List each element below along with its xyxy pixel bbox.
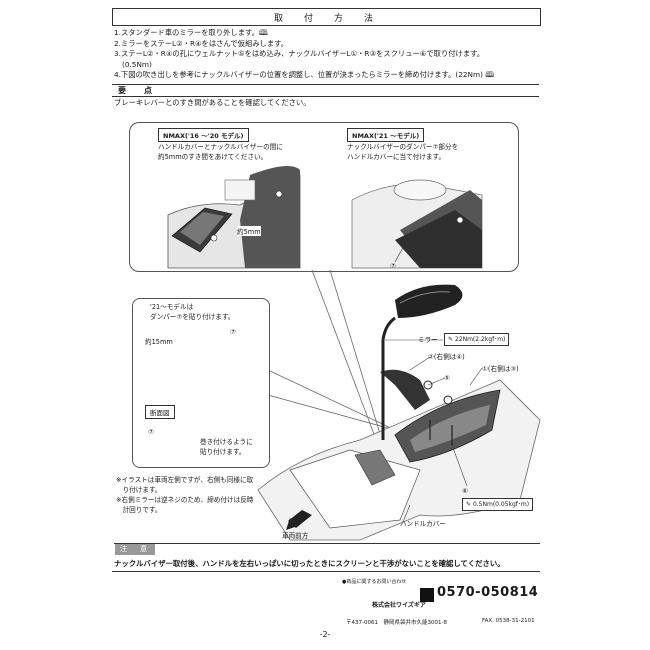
inset-box (132, 298, 270, 468)
step-4: 4.下図の吹き出しを参考にナックルバイザーの位置を調整し、位置が決まったらミラー… (114, 70, 494, 79)
note-line-1: ※イラストは車両左側ですが、右側も同様に取 (116, 476, 254, 484)
phone-icon (420, 588, 434, 602)
visor-label: ①(右側は③) (482, 365, 519, 373)
note-line-3: ※右側ミラーは逆ネジのため、締め付けは反時 (116, 496, 254, 504)
inset-line-1: '21～モデルは (150, 303, 194, 311)
key-points-heading: 要 点 (112, 84, 539, 97)
gap-dimension-label: 約5mm (237, 226, 261, 236)
note-line-2: り付けます。 (116, 486, 162, 494)
wrap-line-2: 貼り付けます。 (200, 447, 246, 456)
screw-label: ⑥ (462, 487, 468, 495)
left-callout-line-1: ハンドルカバーとナックルバイザーの間に (158, 143, 283, 151)
screw-torque-label: ✎ 0.5Nm(0.05kgf･m) (462, 498, 534, 511)
vehicle-front-label: 車両前方 (282, 532, 309, 540)
notes: ※イラストは車両左側ですが、右側も同様に取 り付けます。 ※右側ミラーは逆ネジの… (116, 475, 276, 515)
inquiry-label: ●商品に関するお問い合わせ (342, 579, 407, 585)
torque-icon: ✎ (448, 336, 454, 343)
damper-part-label: ⑦ (390, 262, 396, 270)
step-3-torque: (0.5Nm) (122, 59, 152, 69)
handle-cover-label: ハンドルカバー (400, 520, 446, 528)
section-view-label: 断面図 (145, 405, 175, 419)
wrap-line-1: 巻き付けるように (200, 438, 253, 446)
model-tag-21: NMAX('21 ～モデル) (347, 128, 425, 142)
left-callout-text: ハンドルカバーとナックルバイザーの間に 約5mmのすき間をあけてください。 (158, 143, 283, 162)
step-2: 2.ミラーをステーL②・R④をはさんで仮組みします。 (114, 38, 289, 48)
mirror-torque-label: ✎ 22Nm(2.2kgf･m) (444, 333, 510, 346)
install-steps: 1.スタンダード車のミラーを取り外します。🕮 2.ミラーをステーL②・R④をはさ… (114, 28, 544, 81)
inset-dimension-label: 約15mm (145, 338, 173, 346)
wrap-instruction: 巻き付けるように 貼り付けます。 (200, 438, 253, 457)
company-fax: FAX. 0538-31-2101 (482, 618, 535, 624)
right-detail-illustration (351, 168, 483, 269)
key-points-text: ブレーキレバーとのすき間があることを確認してください。 (114, 98, 311, 107)
inset-line-2: ダンパー⑦を貼り付けます。 (150, 312, 235, 321)
caution-divider (114, 543, 540, 556)
inset-part-b-label: ⑦ (148, 428, 154, 436)
company-name: 株式会社ワイズギア (372, 602, 426, 609)
note-line-4: 計回りです。 (116, 506, 162, 514)
page-number: -2- (319, 630, 331, 639)
page-title: 取 付 方 法 (112, 8, 541, 26)
caution-bottom-divider (112, 571, 540, 572)
caution-text: ナックルバイザー取付後、ハンドルを左右いっぱいに切ったときにスクリーンと干渉がな… (114, 559, 505, 568)
left-callout-line-2: 約5mmのすき間をあけてください。 (158, 152, 268, 161)
phone-number: 0570-050814 (437, 585, 539, 600)
model-tag-16-20: NMAX('16 ～'20 モデル) (158, 128, 249, 142)
caution-tag: 注 意 (115, 544, 155, 555)
mirror-label: ミラー (418, 336, 438, 344)
torque-icon: ✎ (466, 501, 472, 508)
step-3: 3.ステーL②・R④の孔にウェルナット⑤をはめ込み、ナックルバイザーL①・R③を… (114, 49, 484, 58)
right-callout-line-1: ナックルバイザーのダンパー⑦部分を (347, 143, 459, 151)
left-detail-illustration (167, 166, 301, 269)
right-callout-text: ナックルバイザーのダンパー⑦部分を ハンドルカバーに当て付けます。 (347, 143, 458, 162)
company-address: 〒437-0061 静岡県袋井市久能3001-8 (346, 620, 447, 626)
right-callout-line-2: ハンドルカバーに当て付けます。 (347, 152, 446, 161)
stay-label: ②(右側は④) (428, 353, 465, 361)
nut-label: ⑤ (444, 374, 450, 382)
inset-text: '21～モデルは ダンパー⑦を貼り付けます。 (150, 303, 234, 322)
inset-part-a-label: ⑦ (230, 328, 236, 336)
step-1: 1.スタンダード車のミラーを取り外します。🕮 (114, 28, 268, 37)
